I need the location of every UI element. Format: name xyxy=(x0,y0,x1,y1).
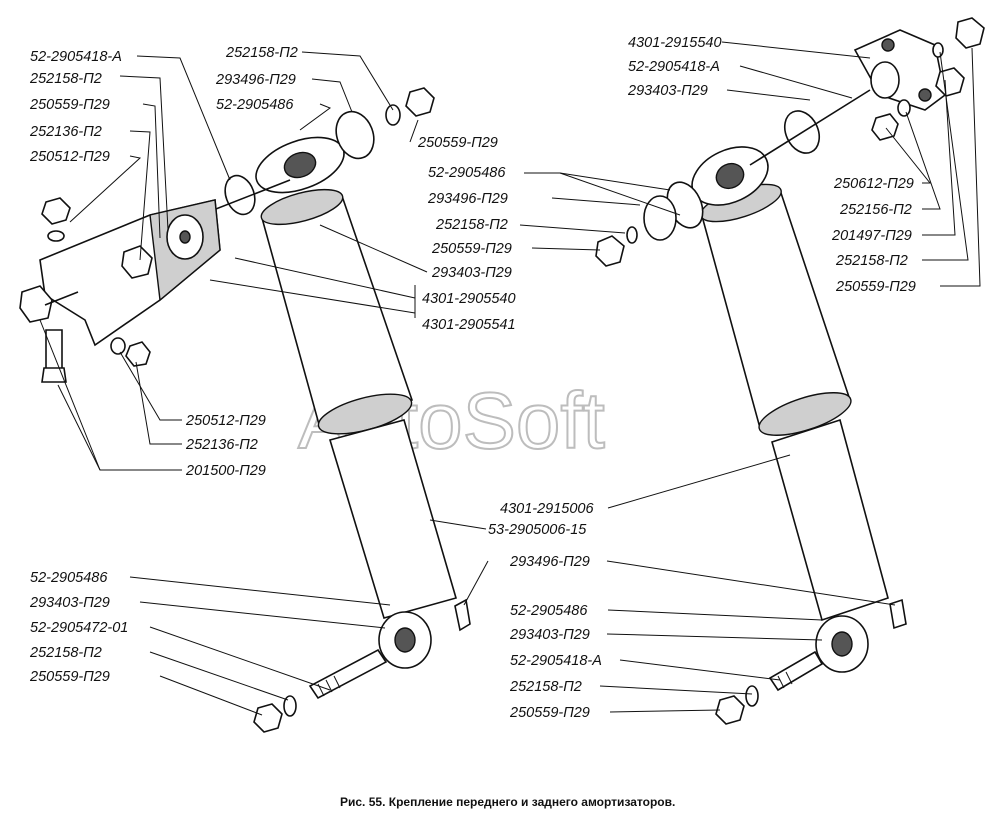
front-top-bushing-left xyxy=(224,174,256,216)
label-250559-P29: 250559-П29 xyxy=(29,97,110,113)
front-mount-bracket xyxy=(19,197,221,383)
front-shock-absorber xyxy=(174,87,471,733)
label-52-2905472-01: 52-2905472-01 xyxy=(30,620,128,636)
label-52-2905486-bottom-left: 52-2905486 xyxy=(30,570,108,586)
label-252136-P2: 252136-П2 xyxy=(29,124,102,140)
front-lower-nut xyxy=(253,703,283,733)
label-293496-P29-bottom: 293496-П29 xyxy=(509,554,590,570)
front-lower-bolt-head xyxy=(454,598,471,632)
front-bracket-bolt-head xyxy=(19,285,53,323)
label-52-2905486-top: 52-2905486 xyxy=(216,97,294,113)
front-top-washer xyxy=(385,104,401,126)
front-bracket-nut xyxy=(121,245,153,279)
front-top-bushing-right xyxy=(335,110,375,160)
label-4301-2915006: 4301-2915006 xyxy=(500,501,594,517)
label-252158-P2-top: 252158-П2 xyxy=(225,45,298,61)
rear-top-nut xyxy=(595,235,625,267)
label-293403-P29-mid: 293403-П29 xyxy=(431,265,512,281)
label-4301-2905541: 4301-2905541 xyxy=(422,317,516,333)
label-201500-P29: 201500-П29 xyxy=(185,463,266,479)
label-293496-P29-mid: 293496-П29 xyxy=(427,191,508,207)
front-lower-washer xyxy=(283,695,297,717)
front-top-nut xyxy=(405,87,435,117)
rear-top-washer xyxy=(643,195,677,241)
figure-caption: Рис. 55. Крепление переднего и заднего а… xyxy=(340,795,675,809)
label-52-2905486-bottom-right: 52-2905486 xyxy=(510,603,588,619)
rear-upper-bracket xyxy=(853,29,946,111)
label-201497-P29: 201497-П29 xyxy=(831,228,912,244)
label-252158-P2-right: 252158-П2 xyxy=(835,253,908,269)
label-250559-P29-right: 250559-П29 xyxy=(835,279,916,295)
front-bracket-small-nut xyxy=(41,197,71,225)
label-250559-P29-mid2: 250559-П29 xyxy=(431,241,512,257)
rear-lower-washer xyxy=(745,685,759,707)
label-293403-P29-right: 293403-П29 xyxy=(627,83,708,99)
label-250559-P29-bottom-right: 250559-П29 xyxy=(509,705,590,721)
front-shock-top-cap xyxy=(260,188,344,226)
label-293496-P29-top: 293496-П29 xyxy=(215,72,296,88)
label-252158-P2-bottom-right: 252158-П2 xyxy=(509,679,582,695)
label-250559-P29-mid: 250559-П29 xyxy=(417,135,498,151)
label-52-2905418-A: 52-2905418-А xyxy=(30,49,122,65)
label-252136-P2-bracket: 252136-П2 xyxy=(185,437,258,453)
label-252156-P2: 252156-П2 xyxy=(839,202,912,218)
rear-shock-absorber xyxy=(595,17,985,725)
rear-lower-nut xyxy=(715,695,745,725)
front-bolt-vertical xyxy=(45,329,63,371)
rear-top-pin xyxy=(749,89,871,166)
label-250512-P29: 250512-П29 xyxy=(29,149,110,165)
label-293403-P29-bottom-right: 293403-П29 xyxy=(509,627,590,643)
front-shock-upper-body xyxy=(261,195,414,430)
label-252158-P2: 252158-П2 xyxy=(29,71,102,87)
label-52-2905418-A-right: 52-2905418-А xyxy=(628,59,720,75)
label-52-2905418-A-bottom-right: 52-2905418-А xyxy=(510,653,602,669)
front-shock-lower-eye-hole xyxy=(394,627,416,653)
leader-lines xyxy=(39,41,981,716)
label-250512-P29-bracket: 250512-П29 xyxy=(185,413,266,429)
label-250559-P29-bottom-left: 250559-П29 xyxy=(29,669,110,685)
rear-lower-stud xyxy=(768,650,824,692)
rear-bracket-nut-top xyxy=(955,17,985,49)
label-293403-P29-bottom-left: 293403-П29 xyxy=(29,595,110,611)
label-250612-P29: 250612-П29 xyxy=(833,176,914,192)
label-4301-2905540: 4301-2905540 xyxy=(422,291,516,307)
label-252158-P2-mid: 252158-П2 xyxy=(435,217,508,233)
label-52-2905486-mid: 52-2905486 xyxy=(428,165,506,181)
front-shock-lower-tube xyxy=(328,419,457,619)
label-53-2905006-15: 53-2905006-15 xyxy=(488,522,587,538)
label-252158-P2-bottom-left: 252158-П2 xyxy=(29,645,102,661)
label-4301-2915540: 4301-2915540 xyxy=(628,35,722,51)
front-bracket-washer xyxy=(47,230,65,242)
front-shock-upper-eye-hole xyxy=(283,151,317,179)
part-number-labels: 52-2905418-А 252158-П2 250559-П29 252136… xyxy=(29,35,916,721)
rear-shock-lower-tube xyxy=(771,418,889,622)
